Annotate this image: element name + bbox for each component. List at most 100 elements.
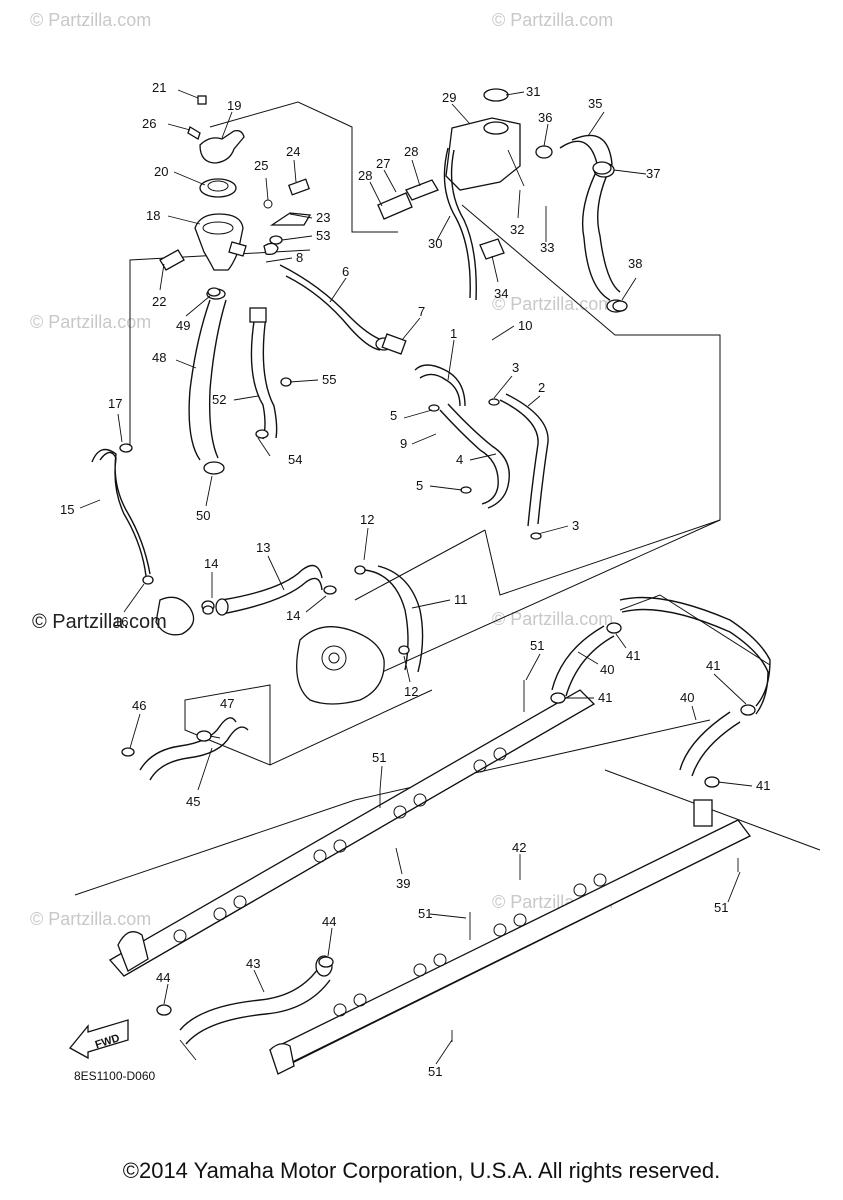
forward-arrow-icon: FWD (69, 1019, 129, 1060)
callout: 41 (626, 648, 640, 663)
callout: 51 (530, 638, 544, 653)
hose-52 (250, 314, 278, 440)
callout: 44 (156, 970, 170, 985)
callout: 41 (756, 778, 770, 793)
callout: 44 (322, 914, 336, 929)
callout: 51 (372, 750, 386, 765)
hose-clamps (119, 145, 756, 1016)
watermark-layer: © Partzilla.com © Partzilla.com © Partzi… (30, 10, 613, 929)
callout: 3 (512, 360, 519, 375)
callout: 29 (442, 90, 456, 105)
callout: 8 (296, 250, 303, 265)
callout: 3 (572, 518, 579, 533)
callout: 14 (204, 556, 218, 571)
watermark: © Partzilla.com (30, 10, 151, 30)
callout: 4 (456, 452, 463, 467)
watermark: © Partzilla.com (30, 312, 151, 332)
callout: 54 (288, 452, 302, 467)
callout: 17 (108, 396, 122, 411)
callout: 53 (316, 228, 330, 243)
callout: 18 (146, 208, 160, 223)
callout: 33 (540, 240, 554, 255)
hose-40 (679, 711, 741, 777)
right-upper-hose (619, 596, 771, 715)
callout: 36 (538, 110, 552, 125)
callout: 10 (518, 318, 532, 333)
callout: 28 (358, 168, 372, 183)
callout: 12 (360, 512, 374, 527)
hose-4 (439, 403, 510, 509)
callout: 39 (396, 876, 410, 891)
callout: 31 (526, 84, 540, 99)
callout: 13 (256, 540, 270, 555)
callout: 35 (588, 96, 602, 111)
callout: 41 (598, 690, 612, 705)
callout: 5 (416, 478, 423, 493)
hose-40 (551, 625, 615, 697)
callout: 7 (418, 304, 425, 319)
hose-35 (559, 134, 621, 301)
hose-43 (179, 965, 331, 1045)
thermostat-assembly (159, 95, 312, 271)
hose-6 (279, 264, 386, 351)
callout: 47 (220, 696, 234, 711)
callout: 34 (494, 286, 508, 301)
callout: 40 (600, 662, 614, 677)
callout: 6 (342, 264, 349, 279)
diagram-code: 8ES1100-D060 (74, 1069, 155, 1083)
watermark: © Partzilla.com (492, 10, 613, 30)
callout: 14 (286, 608, 300, 623)
callout: 26 (142, 116, 156, 131)
callout: 42 (512, 840, 526, 855)
callout: 16 (114, 614, 128, 629)
heat-exchanger-39 (108, 689, 596, 977)
callout: 48 (152, 350, 166, 365)
callout: 5 (390, 408, 397, 423)
callout: 23 (316, 210, 330, 225)
callout-labels: 21 19 26 20 24 25 18 23 53 8 22 49 6 7 1… (60, 80, 770, 1079)
callout: 2 (538, 380, 545, 395)
callout: 37 (646, 166, 660, 181)
callout: 28 (404, 144, 418, 159)
hose-2 (499, 393, 549, 527)
callout: 46 (132, 698, 146, 713)
watermark: © Partzilla.com (30, 909, 151, 929)
watermark: © Partzilla.com (492, 609, 613, 629)
callout: 45 (186, 794, 200, 809)
callout: 55 (322, 372, 336, 387)
callout: 32 (510, 222, 524, 237)
callout: 50 (196, 508, 210, 523)
callout: 1 (450, 326, 457, 341)
callout: 22 (152, 294, 166, 309)
water-pump (155, 596, 385, 705)
callout: 52 (212, 392, 226, 407)
watermark: © Partzilla.com (492, 294, 613, 314)
callout: 25 (254, 158, 268, 173)
callout: 38 (628, 256, 642, 271)
watermark-main: © Partzilla.com (32, 611, 167, 633)
callout: 19 (227, 98, 241, 113)
callout: 41 (706, 658, 720, 673)
callout: 11 (454, 592, 468, 607)
callout: 49 (176, 318, 190, 333)
coolant-reservoir (377, 88, 521, 301)
callout: 51 (418, 906, 432, 921)
callout: 51 (428, 1064, 442, 1079)
callout: 30 (428, 236, 442, 251)
callout: 20 (154, 164, 168, 179)
hose-15 (91, 448, 151, 577)
callout: 43 (246, 956, 260, 971)
fasteners-51 (379, 680, 739, 1042)
hose-1 (414, 364, 466, 407)
hose-13 (221, 564, 323, 615)
callout: 24 (286, 144, 300, 159)
callout: 15 (60, 502, 74, 517)
copyright-notice: ©2014 Yamaha Motor Corporation, U.S.A. A… (122, 1158, 721, 1183)
callout: 51 (714, 900, 728, 915)
callout: 21 (152, 80, 166, 95)
callout: 9 (400, 436, 407, 451)
hose-48 (188, 299, 227, 461)
callout: 27 (376, 156, 390, 171)
leader-lines (79, 89, 753, 1065)
